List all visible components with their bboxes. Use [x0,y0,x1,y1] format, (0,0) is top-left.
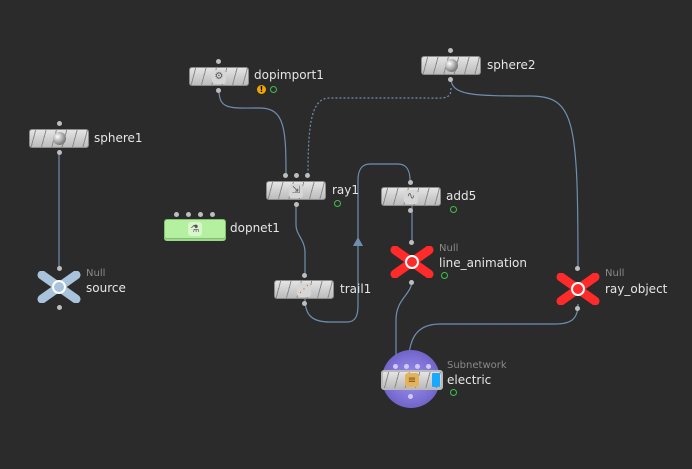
warning-icon[interactable]: ! [257,85,266,94]
output-port[interactable] [409,280,414,285]
wire-sphere2-ray1-reference [307,87,452,177]
null-x-icon[interactable] [37,271,81,303]
output-port[interactable] [57,150,62,155]
input-port[interactable] [448,48,453,53]
null-x-icon[interactable] [556,273,600,305]
display-flag[interactable] [450,206,457,213]
trail-icon: ⋰ [297,282,311,297]
output-port[interactable] [216,88,221,93]
display-flag[interactable] [270,86,277,93]
input-port[interactable] [283,173,288,178]
wire-dopimport1-ray1 [218,89,287,177]
input-port[interactable] [426,364,431,369]
output-port[interactable] [575,306,580,311]
output-port[interactable] [408,394,413,399]
input-port[interactable] [186,212,191,217]
node-name: sphere2 [487,58,536,72]
node-name: source [86,281,126,295]
wire-rayobject-electric [407,303,579,371]
subnet-icon: ≡ [405,373,419,387]
node-tile[interactable]: ⚙ [189,67,249,86]
wire-direction-arrow [353,237,363,246]
input-port[interactable] [575,266,580,271]
sphere-icon [52,132,66,146]
dopnet-icon: ⚗ [188,222,202,236]
input-port[interactable] [294,173,299,178]
display-flag[interactable] [334,200,341,207]
sphere-icon [444,59,458,73]
node-tile[interactable] [421,56,481,75]
input-port[interactable] [302,273,307,278]
input-port[interactable] [216,59,221,64]
input-port[interactable] [305,173,310,178]
display-flag[interactable] [450,389,457,396]
display-flag[interactable] [441,272,448,279]
output-port[interactable] [302,301,307,306]
node-tile[interactable] [29,129,89,148]
node-name: add5 [446,189,477,203]
node-tile[interactable]: ∿ [381,187,441,206]
input-port[interactable] [393,364,398,369]
node-name: trail1 [340,282,372,296]
input-port[interactable] [404,364,409,369]
wire-ray1-trail1 [295,206,306,276]
input-port[interactable] [408,180,413,185]
node-name: ray_object [605,282,668,296]
node-name: line_animation [439,256,527,270]
input-port[interactable] [198,212,203,217]
input-port[interactable] [57,266,62,271]
node-type: Subnetwork [447,360,507,371]
output-port[interactable] [408,208,413,213]
display-flag-bar[interactable] [432,373,440,387]
input-port[interactable] [57,121,62,126]
input-port[interactable] [210,212,215,217]
node-type: Null [439,243,459,254]
node-name: electric [447,373,492,387]
ray-icon: ⇲ [289,183,303,198]
node-tile[interactable]: ⚗ [164,219,226,239]
output-port[interactable] [448,77,453,82]
input-port[interactable] [415,364,420,369]
node-name: dopimport1 [254,68,324,82]
node-tile[interactable]: ⋰ [274,280,334,299]
dop-import-icon: ⚙ [212,69,226,84]
node-tile[interactable]: ≡ [381,370,443,390]
null-x-icon[interactable] [390,246,434,278]
output-port[interactable] [294,202,299,207]
node-name: ray1 [332,183,360,197]
node-type: Null [86,268,106,279]
add-curve-icon: ∿ [404,189,418,204]
input-port[interactable] [409,240,414,245]
node-name: dopnet1 [230,221,280,235]
wire-sphere2-rayobject [450,77,579,271]
node-tile[interactable]: ⇲ [266,181,326,200]
output-port[interactable] [57,305,62,310]
node-type: Null [605,268,625,279]
input-port[interactable] [174,212,179,217]
node-name: sphere1 [94,131,143,145]
